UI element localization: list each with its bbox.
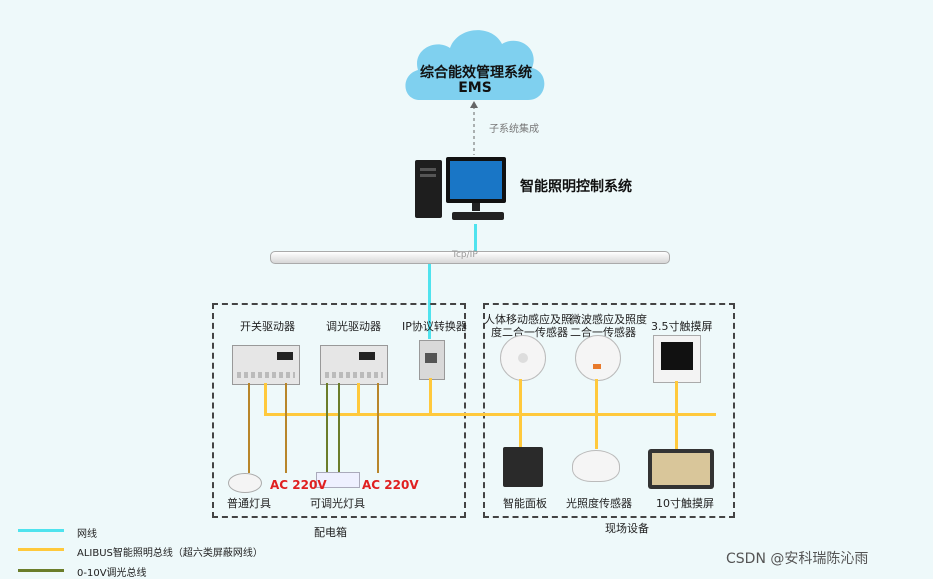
legend-label-bus: ALIBUS智能照明总线（超六类屏蔽网线） [77,548,263,559]
distribution-box-title: 配电箱 [314,526,347,539]
ordinary-lamp-icon [228,473,262,493]
sensor2-label-line2: 二合一传感器 [570,326,636,339]
lamp-label-dimmable: 可调光灯具 [310,497,365,510]
sensor1-label-line1: 人体移动感应及照 [484,313,572,326]
ac-label-1: AC 220V [270,478,327,492]
light-sensor-icon [572,450,620,482]
legend-line-bus [18,548,64,551]
smart-panel-label: 智能面板 [503,497,547,510]
screen-small-label: 3.5寸触摸屏 [651,320,713,333]
module-label-dimmer: 调光驱动器 [326,320,381,333]
tcpip-bus [270,251,670,264]
ip-converter-device [419,340,445,380]
ac-label-2: AC 220V [362,478,419,492]
watermark: CSDN @安科瑞陈沁雨 [726,551,869,567]
control-system-label: 智能照明控制系统 [520,179,632,195]
field-devices-title: 现场设备 [605,522,649,535]
large-touchscreen-label: 10寸触摸屏 [656,497,714,510]
lamp-label-ordinary: 普通灯具 [227,497,271,510]
keyboard-icon [452,212,504,220]
integration-arrow [470,101,478,155]
legend-label-dim: 0-10V调光总线 [77,568,147,579]
smart-panel-icon [503,447,543,487]
microwave-sensor-icon [575,335,621,381]
motion-sensor-icon [500,335,546,381]
integration-label: 子系统集成 [489,124,539,135]
cloud-shape [405,30,545,100]
legend-label-net: 网线 [77,529,97,540]
legend-line-dim [18,569,64,572]
distribution-box [212,303,466,518]
switch-driver-device [232,345,300,385]
pc-tower-icon [415,160,442,218]
module-label-ip: IP协议转换器 [402,320,467,333]
cloud-title: 综合能效管理系统 [420,65,532,81]
bus-label: Tcp/IP [452,250,478,260]
small-touchscreen-icon [653,335,701,383]
dimmable-lamp-icon [316,472,360,488]
field-devices-box [483,303,735,518]
legend-line-net [18,529,64,532]
large-touchscreen-icon [648,449,714,489]
sensor1-label-line2: 度二合一传感器 [491,326,568,339]
cloud-subtitle: EMS [458,80,492,96]
monitor-icon [446,157,506,203]
module-label-switch: 开关驱动器 [240,320,295,333]
dimmer-driver-device [320,345,388,385]
light-sensor-label: 光照度传感器 [566,497,632,510]
sensor2-label-line1: 微波感应及照度 [570,313,647,326]
